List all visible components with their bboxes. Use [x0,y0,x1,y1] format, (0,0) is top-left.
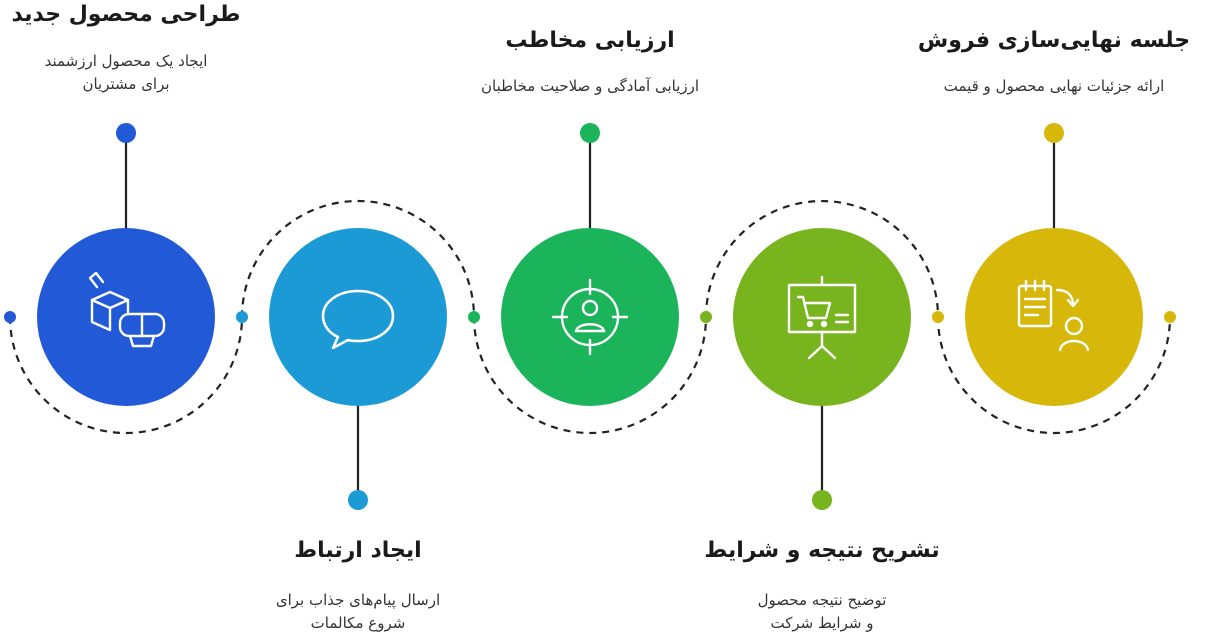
presentation-cart-icon [787,275,857,360]
step-1-desc: ایجاد یک محصول ارزشمند برای مشتریان [45,50,208,96]
step-1-desc-line-2: برای مشتریان [82,75,170,93]
target-person-icon [551,278,629,356]
junction-dot-2-3 [468,311,480,323]
step-4-desc-line-1: توضیح نتیجه محصول [757,591,887,609]
step-2-desc: ارسال پیام‌های جذاب برای شروع مکالمات [276,589,440,635]
checklist-person-icon [1017,279,1090,352]
step-1-title: طراحی محصول جدید [11,2,241,27]
step-circle-3 [501,228,679,406]
stem-dot-2 [348,490,368,510]
step-5-desc: ارائه جزئیات نهایی محصول و قیمت [944,75,1165,98]
stem-dot-5 [1044,123,1064,143]
step-4-desc: توضیح نتیجه محصول و شرایط شرکت [758,589,887,635]
step-2-desc-line-1: ارسال پیام‌های جذاب برای [275,591,441,609]
step-4-desc-line-2: و شرایط شرکت [770,614,874,632]
step-circle-1 [37,228,215,406]
step-3-desc-line-1: ارزیابی آمادگی و صلاحیت مخاطبان [480,77,700,95]
step-circle-5 [965,228,1143,406]
speech-bubble-icon [321,289,395,350]
step-1-desc-line-1: ایجاد یک محصول ارزشمند [44,52,208,70]
step-5-title: جلسه نهایی‌سازی فروش [917,28,1191,53]
stem-dot-3 [580,123,600,143]
step-4-title: تشریح نتیجه و شرایط [704,538,940,563]
junction-dot-end [1164,311,1176,323]
step-circle-2 [269,228,447,406]
vr-headset-box-icon [88,271,166,348]
stem-dot-4 [812,490,832,510]
step-5-desc-line-1: ارائه جزئیات نهایی محصول و قیمت [943,77,1165,95]
junction-dot-4-5 [932,311,944,323]
junction-dot-start [4,311,16,323]
step-3-desc: ارزیابی آمادگی و صلاحیت مخاطبان [481,75,699,98]
step-2-desc-line-2: شروع مکالمات [310,614,406,632]
junction-dot-3-4 [700,311,712,323]
dashed-connector-path [8,199,1172,435]
step-3-title: ارزیابی مخاطب [505,28,675,53]
junction-dot-1-2 [236,311,248,323]
step-2-title: ایجاد ارتباط [294,538,422,563]
stem-dot-1 [116,123,136,143]
